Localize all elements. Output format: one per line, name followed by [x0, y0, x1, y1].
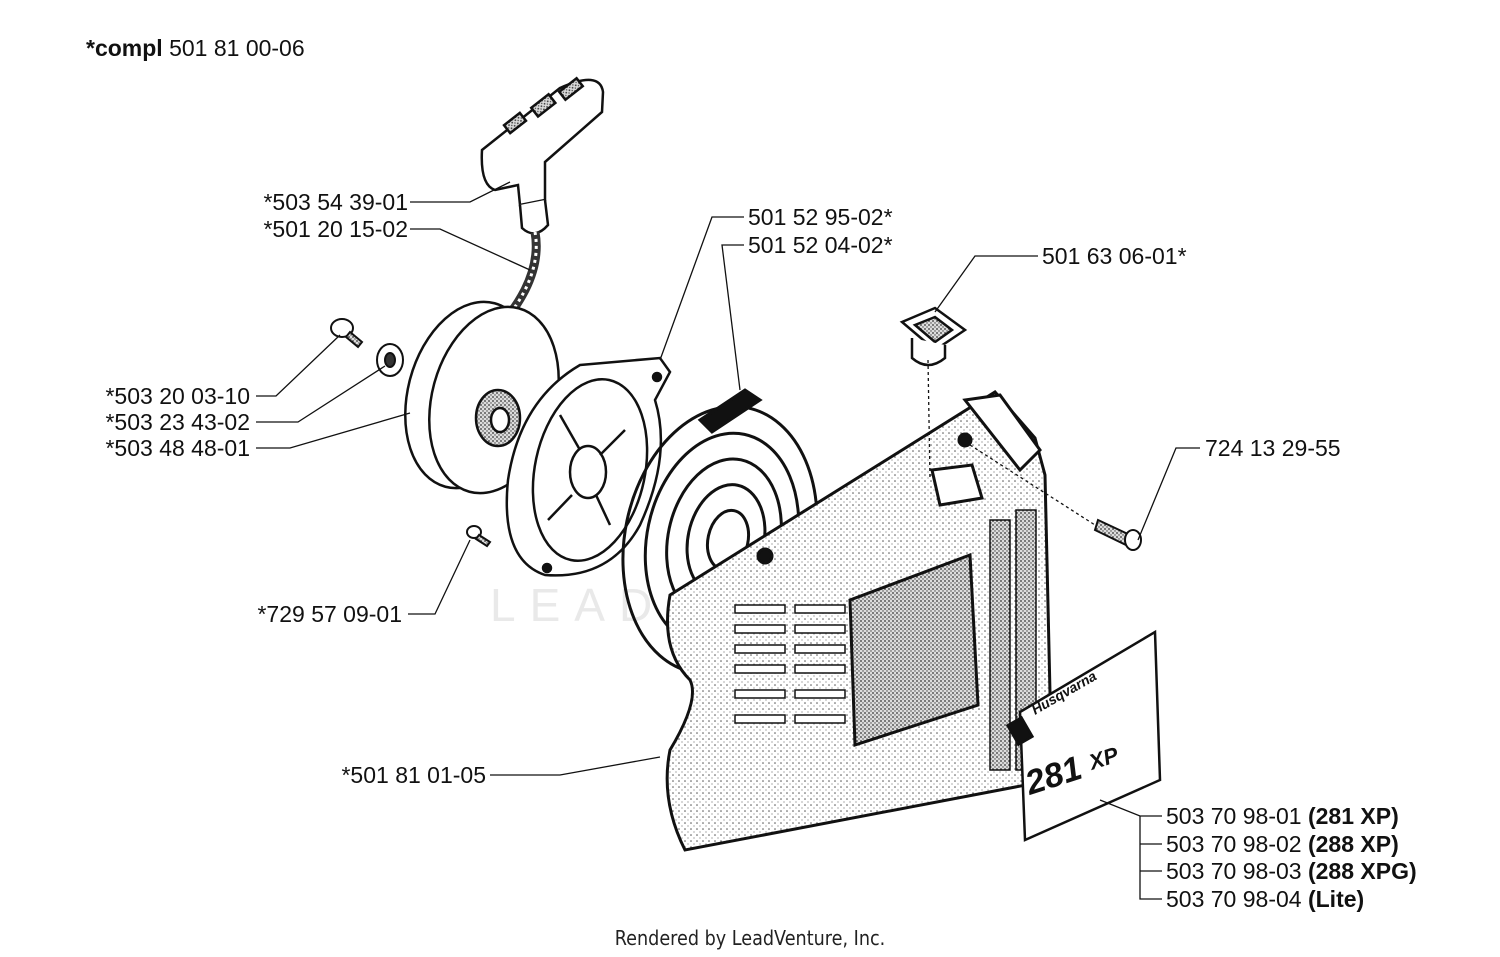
screw-left-part [330, 318, 364, 349]
decal-variant: (Lite) [1307, 886, 1365, 912]
decal-number: 503 70 98-02 [1166, 831, 1302, 857]
part-label-pawl-plate[interactable]: 501 52 95-02* [748, 204, 893, 230]
compl-prefix: *compl [86, 35, 163, 61]
part-label-cover-screw[interactable]: 724 13 29-55 [1205, 435, 1341, 461]
compl-label: *compl 501 81 00-06 [86, 35, 305, 61]
decal-label-4[interactable]: 503 70 98-04 (Lite) [1166, 886, 1364, 912]
part-label-spring[interactable]: 501 52 04-02* [748, 232, 893, 258]
decal-number: 503 70 98-03 [1166, 858, 1302, 884]
cover-screw-part [1093, 518, 1142, 551]
decal-number: 503 70 98-01 [1166, 803, 1302, 829]
decal-number: 503 70 98-04 [1166, 886, 1302, 912]
decal-variant: (288 XPG) [1307, 858, 1417, 884]
part-label-washer[interactable]: *503 23 43-02 [105, 409, 250, 435]
part-label-cover[interactable]: *501 81 01-05 [341, 762, 486, 788]
starter-handle-part [480, 76, 605, 235]
small-screw-part [466, 525, 492, 548]
part-label-small-screw[interactable]: *729 57 09-01 [257, 601, 402, 627]
part-label-pulley[interactable]: *503 48 48-01 [105, 435, 250, 461]
decal-label-3[interactable]: 503 70 98-03 (288 XPG) [1166, 858, 1417, 884]
leader-lines [256, 181, 1200, 900]
part-label-screw-left[interactable]: *503 20 03-10 [105, 383, 250, 409]
decal-variant: (281 XP) [1307, 803, 1399, 829]
pulley-part [404, 300, 560, 495]
washer-part [376, 343, 404, 377]
footer-credit: Rendered by LeadVenture, Inc. [614, 926, 886, 950]
part-label-handle[interactable]: *503 54 39-01 [263, 189, 408, 215]
decal-label-2[interactable]: 503 70 98-02 (288 XP) [1166, 831, 1399, 857]
starter-cover-part [665, 390, 1054, 852]
model-decal-part: Husqvarna 281 XP [1005, 629, 1162, 842]
part-label-bushing[interactable]: 501 63 06-01* [1042, 243, 1187, 269]
bushing-part [899, 306, 968, 367]
decal-label-1[interactable]: 503 70 98-01 (281 XP) [1166, 803, 1399, 829]
pawl-plate-part [505, 356, 672, 577]
decal-variant: (288 XP) [1307, 831, 1399, 857]
compl-number: 501 81 00-06 [169, 35, 305, 61]
part-label-rope[interactable]: *501 20 15-02 [263, 216, 408, 242]
